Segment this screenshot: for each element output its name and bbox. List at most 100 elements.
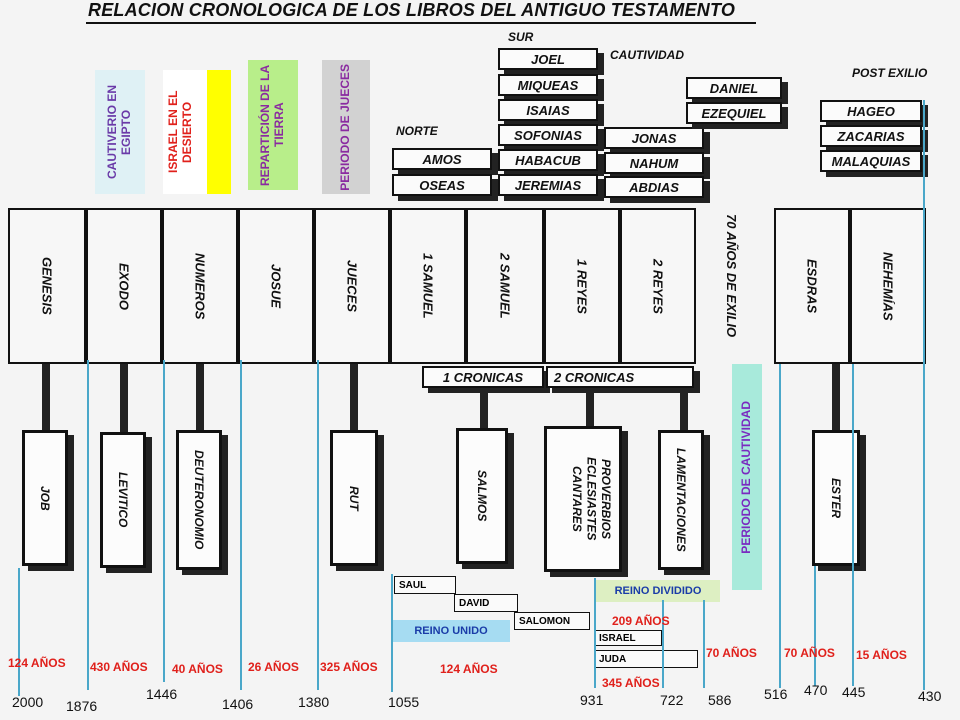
book-1-reyes: 1 REYES	[544, 208, 620, 364]
period-cautividad: PERIODO DE CAUTIVIDAD	[732, 364, 762, 590]
span-209-anos: 209 AÑOS	[612, 614, 670, 628]
prophet-sofonias: SOFONIAS	[498, 124, 598, 146]
span-325-anos: 325 AÑOS	[320, 660, 378, 674]
prophet-joel: JOEL	[498, 48, 598, 70]
label-sur: SUR	[508, 30, 534, 44]
prophet-oseas: OSEAS	[392, 174, 492, 196]
book-2-cronicas: 2 CRONICAS	[546, 366, 694, 388]
book-1-cronicas: 1 CRONICAS	[422, 366, 544, 388]
tag-reino-unido: REINO UNIDO	[392, 620, 510, 642]
date-1446: 1446	[146, 686, 178, 702]
date-586: 586	[708, 692, 732, 708]
book-proverbios-eclesiastes-cantares: PROVERBIOS ECLESIASTES CANTARES	[544, 426, 622, 572]
prophet-ezequiel: EZEQUIEL	[686, 102, 782, 124]
book-deuteronomio: DEUTERONOMIO	[176, 430, 222, 570]
stem-salmos	[480, 388, 488, 430]
book-levitico: LEVITICO	[100, 432, 146, 568]
stem-lamentaciones	[680, 388, 688, 430]
span-345-anos: 345 AÑOS	[602, 676, 660, 690]
book-1-samuel: 1 SAMUEL	[390, 208, 466, 364]
prophet-jeremias: JEREMIAS	[498, 174, 598, 196]
book-exodo: EXODO	[86, 208, 162, 364]
date-430: 430	[918, 688, 942, 704]
stem-levitico	[120, 364, 128, 432]
stem-deuteronomio	[196, 364, 204, 432]
prophet-jonas: JONAS	[604, 127, 704, 149]
stem-ester	[832, 364, 840, 430]
prophet-hageo: HAGEO	[820, 100, 922, 122]
timeline-line-445	[852, 364, 854, 686]
span-124-anos-b: 124 AÑOS	[440, 662, 498, 676]
date-722: 722	[660, 692, 684, 708]
stem-proverbios	[586, 388, 594, 428]
prophet-miqueas: MIQUEAS	[498, 74, 598, 96]
book-nehemias: NEHEMÍAS	[850, 208, 926, 364]
prophet-amos: AMOS	[392, 148, 492, 170]
span-70-anos-b: 70 AÑOS	[784, 646, 835, 660]
book-jueces: JUECES	[314, 208, 390, 364]
timeline-line-1380	[317, 360, 319, 690]
prophet-daniel: DANIEL	[686, 77, 782, 99]
span-124-anos-a: 124 AÑOS	[8, 656, 66, 670]
timeline-line-430	[923, 100, 925, 690]
book-salmos: SALMOS	[456, 428, 508, 564]
book-josue: JOSUE	[238, 208, 314, 364]
span-430-anos: 430 AÑOS	[90, 660, 148, 674]
period-reparticion-tierra: REPARTICIÓN DE LA TIERRA	[248, 60, 298, 190]
timeline-line-722	[662, 600, 664, 688]
timeline-line-586	[703, 600, 705, 688]
period-jueces: PERIODO DE JUECES	[322, 60, 370, 194]
book-rut: RUT	[330, 430, 378, 566]
stem-job	[42, 364, 50, 432]
book-2-samuel: 2 SAMUEL	[466, 208, 544, 364]
span-15-anos: 15 AÑOS	[856, 648, 907, 662]
date-931: 931	[580, 692, 604, 708]
tag-reino-dividido: REINO DIVIDIDO	[596, 580, 720, 602]
period-desierto-yellow	[207, 70, 231, 194]
date-2000: 2000	[12, 694, 44, 710]
period-cautiverio-egipto: CAUTIVERIO EN EGIPTO	[95, 70, 145, 194]
prophet-abdias: ABDIAS	[604, 176, 704, 198]
book-numeros: NUMEROS	[162, 208, 238, 364]
label-post-exilio: POST EXILIO	[852, 66, 928, 80]
timeline-line-1876	[87, 360, 89, 690]
prophet-habacub: HABACUB	[498, 149, 598, 171]
timeline-line-516	[779, 364, 781, 688]
king-david: DAVID	[454, 594, 518, 612]
king-israel: ISRAEL	[594, 630, 662, 646]
date-1055: 1055	[388, 694, 420, 710]
page-title: RELACION CRONOLOGICA DE LOS LIBROS DEL A…	[88, 0, 736, 20]
book-2-reyes: 2 REYES	[620, 208, 696, 364]
king-saul: SAUL	[394, 576, 456, 594]
timeline-line-1446	[163, 360, 165, 682]
timeline-line-1406	[240, 360, 242, 690]
timeline-line-931	[594, 578, 596, 688]
date-445: 445	[842, 684, 866, 700]
prophet-zacarias: ZACARIAS	[820, 125, 922, 147]
date-470: 470	[804, 682, 828, 698]
king-juda: JUDA	[594, 650, 698, 668]
prophet-nahum: NAHUM	[604, 152, 704, 174]
prophet-isaias: ISAIAS	[498, 99, 598, 121]
title-underline	[86, 22, 756, 24]
date-1380: 1380	[298, 694, 330, 710]
book-job: JOB	[22, 430, 68, 566]
date-1406: 1406	[222, 696, 254, 712]
king-salomon: SALOMON	[514, 612, 590, 630]
stem-rut	[350, 364, 358, 432]
timeline-line-470	[814, 566, 816, 686]
label-70-anos-exilio: 70 AÑOS DE EXILIO	[724, 214, 739, 338]
date-1876: 1876	[66, 698, 98, 714]
timeline-line-2000	[18, 568, 20, 696]
prophet-malaquias: MALAQUIAS	[820, 150, 922, 172]
timeline-line-1055	[391, 574, 393, 692]
book-esdras: ESDRAS	[774, 208, 850, 364]
span-70-anos-a: 70 AÑOS	[706, 646, 757, 660]
label-norte: NORTE	[396, 124, 438, 138]
span-40-anos: 40 AÑOS	[172, 662, 223, 676]
span-26-anos: 26 AÑOS	[248, 660, 299, 674]
label-cautividad: CAUTIVIDAD	[610, 48, 684, 62]
book-lamentaciones: LAMENTACIONES	[658, 430, 704, 570]
date-516: 516	[764, 686, 788, 702]
book-genesis: GENESIS	[8, 208, 86, 364]
